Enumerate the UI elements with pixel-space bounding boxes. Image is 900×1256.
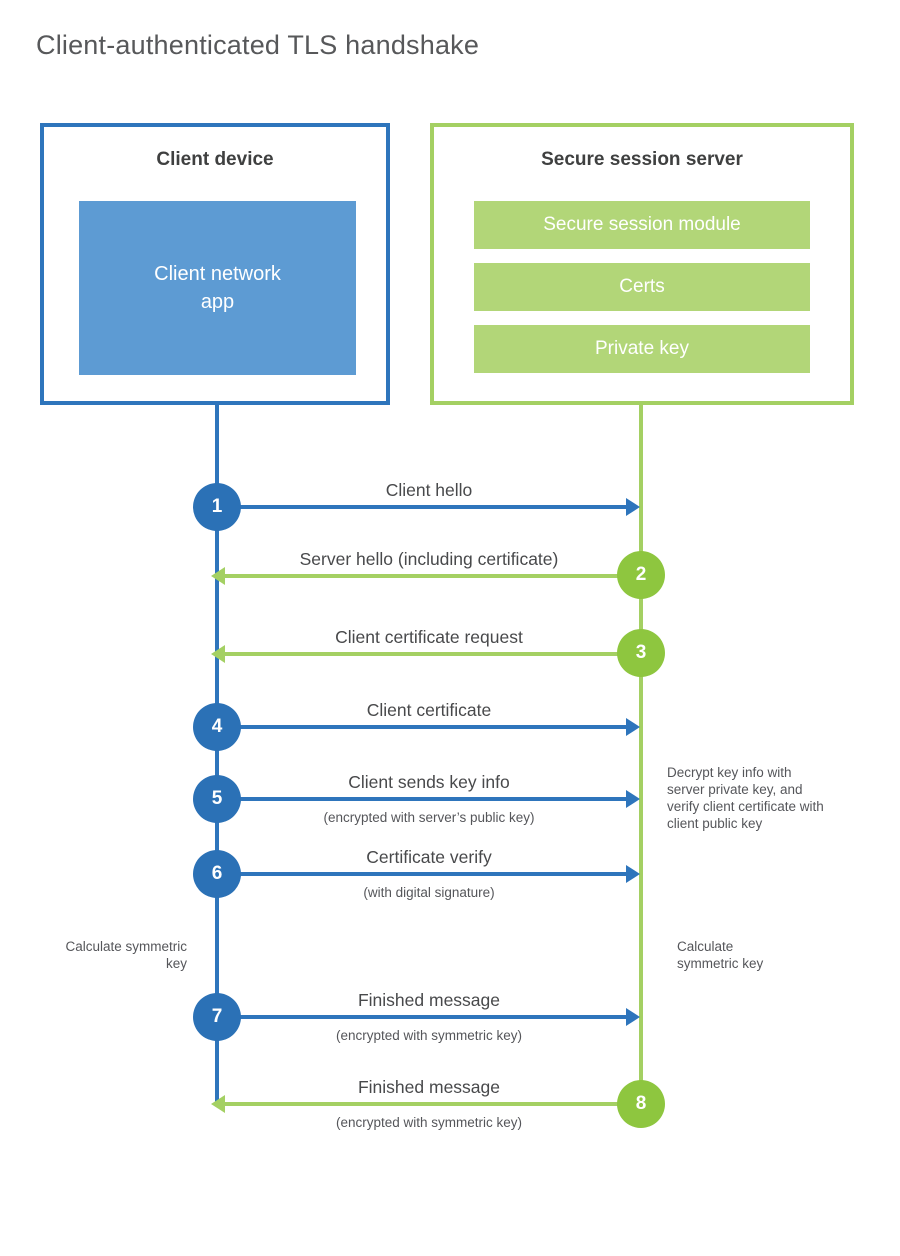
step-number: 7 [211,1006,223,1027]
step-number: 2 [635,564,647,585]
step-circle: 1 [193,483,241,531]
message-label: Client certificate [366,700,492,720]
step-circle: 5 [193,775,241,823]
message-sublabel: (encrypted with server’s public key) [323,810,535,825]
message-arrow [211,645,641,663]
calc-symmetric-key-left: Calculate symmetric key [65,939,187,971]
arrowhead-right-icon [626,1008,640,1026]
client-network-app-box: Client network app [79,201,356,375]
message-arrow [211,1095,641,1113]
decrypt-note: Decrypt key info with server private key… [667,765,824,831]
page-title: Client-authenticated TLS handshake [36,30,480,60]
server-module-bar: Private key [474,325,810,373]
message-arrow [217,718,640,736]
server-lifeline [639,405,643,1106]
message-label: Finished message [357,990,501,1010]
arrowhead-left-icon [211,1095,225,1113]
message-arrow [217,498,640,516]
step-circle: 3 [617,629,665,677]
step-circle: 2 [617,551,665,599]
step-circle: 4 [193,703,241,751]
message-sublabel: (with digital signature) [363,885,495,900]
message-label: Client sends key info [348,772,510,792]
client-network-app-label: Client network app [154,263,281,313]
message-label: Finished message [357,1077,501,1097]
arrowhead-right-icon [626,718,640,736]
arrowhead-left-icon [211,645,225,663]
calc-symmetric-key-right: Calculate symmetric key [677,939,764,971]
message-sublabel: (encrypted with symmetric key) [335,1115,523,1130]
client-device-title: Client device [156,149,274,170]
message-arrow [211,567,641,585]
message-label: Server hello (including certificate) [299,549,559,569]
step-circle: 6 [193,850,241,898]
message-label: Client hello [385,480,473,500]
step-circle: 7 [193,993,241,1041]
step-number: 5 [211,788,223,809]
step-number: 4 [211,716,223,737]
server-module-bar: Secure session module [474,201,810,249]
client-lifeline [215,405,219,1106]
step-number: 8 [635,1093,647,1114]
message-label: Client certificate request [335,627,523,647]
step-number: 1 [211,496,223,517]
message-label: Certificate verify [366,847,492,867]
message-arrow [217,1008,640,1026]
arrowhead-left-icon [211,567,225,585]
secure-session-server-title: Secure session server [541,149,743,170]
message-arrow [217,865,640,883]
arrowhead-right-icon [626,865,640,883]
arrowhead-right-icon [626,790,640,808]
server-module-bar: Certs [474,263,810,311]
step-number: 6 [211,863,223,884]
message-arrow [217,790,640,808]
step-number: 3 [635,642,647,663]
step-circle: 8 [617,1080,665,1128]
arrowhead-right-icon [626,498,640,516]
message-sublabel: (encrypted with symmetric key) [335,1028,523,1043]
